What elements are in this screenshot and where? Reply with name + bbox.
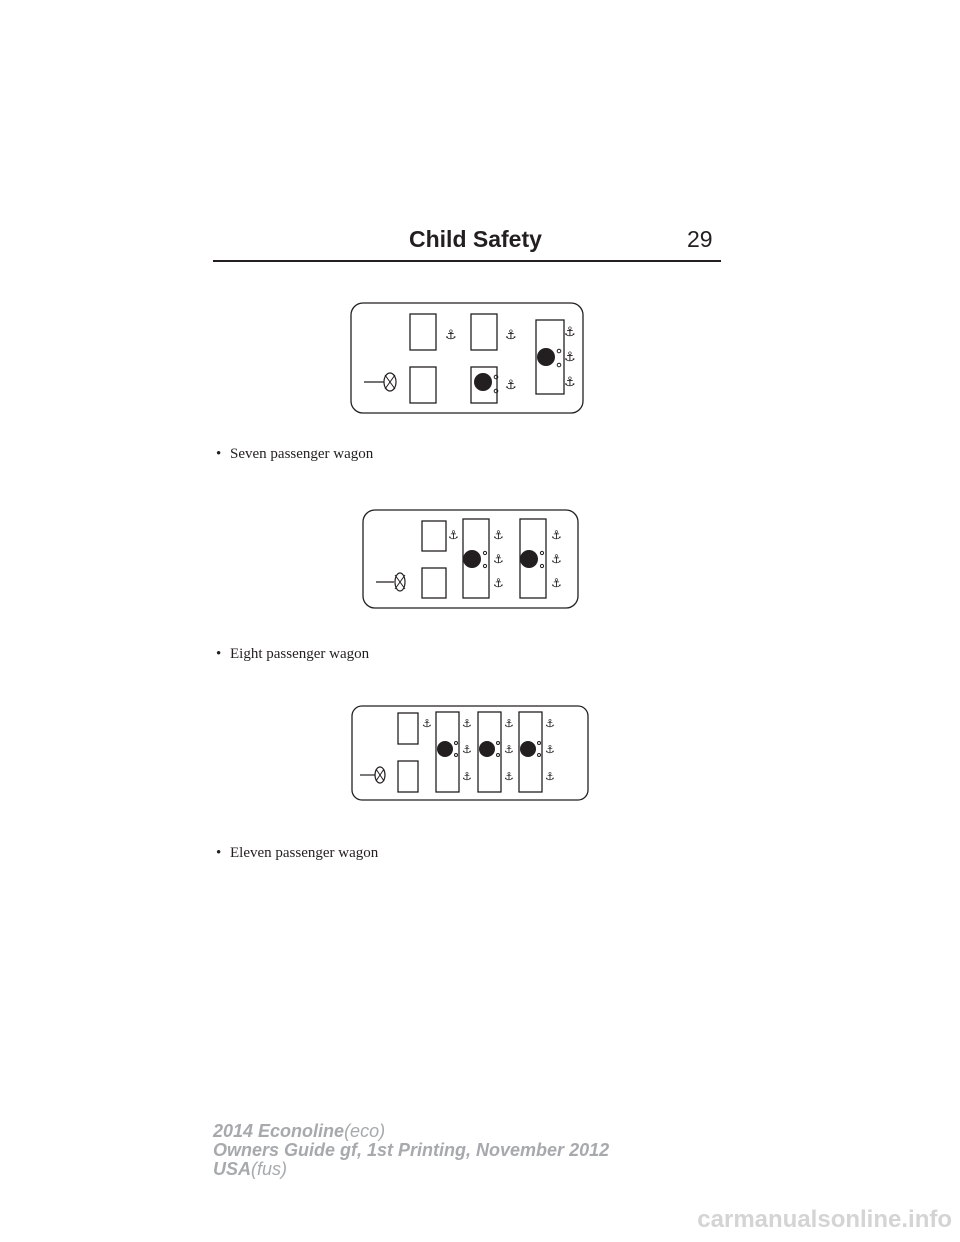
seat-second-right: [470, 366, 498, 404]
anchor-icon: ⚓: [551, 576, 562, 590]
bullet-text: Seven passenger wagon: [230, 446, 374, 462]
bullet-item: • Eight passenger wagon: [216, 646, 369, 663]
seating-diagram-eleven-svg: ⚓ ⚓ ⚓ ⚓ ⚓ ⚓ ⚓ ⚓ ⚓ ⚓: [351, 705, 589, 801]
child-seat-icon: [463, 550, 488, 569]
seat-front-right: [397, 760, 419, 793]
seating-diagram-seven-svg: ⚓ ⚓ ⚓ ⚓ ⚓ ⚓: [350, 302, 584, 414]
bullet-dot: •: [216, 845, 222, 861]
child-seat-icon: [479, 741, 500, 757]
anchor-icon: ⚓: [504, 743, 514, 756]
footer-market-code: (fus): [251, 1159, 288, 1179]
child-seat-icon: [437, 741, 458, 757]
seat-fourth-bench: [518, 711, 543, 793]
anchor-icon: ⚓: [545, 743, 555, 756]
footer-market: USA: [213, 1159, 252, 1179]
anchor-icon: ⚓: [493, 552, 504, 566]
bullet-text: Eight passenger wagon: [230, 646, 370, 662]
seat-third-bench: [519, 518, 547, 599]
bullet-text: Eleven passenger wagon: [230, 845, 379, 861]
anchor-icon: ⚓: [564, 350, 576, 365]
anchor-icon: ⚓: [564, 325, 576, 340]
anchor-icon: ⚓: [504, 717, 514, 730]
steering-wheel-icon: [376, 572, 406, 592]
seat-second-left: [470, 313, 498, 351]
anchor-icon: ⚓: [545, 770, 555, 783]
seat-front-right: [421, 567, 447, 599]
child-seat-icon: [520, 550, 545, 569]
anchor-icon: ⚓: [422, 717, 432, 730]
footer-model-code: (eco): [344, 1121, 386, 1141]
seating-diagram-eight-svg: ⚓ ⚓ ⚓ ⚓ ⚓ ⚓ ⚓: [362, 509, 579, 609]
anchor-icon: ⚓: [462, 770, 472, 783]
seat-second-bench: [462, 518, 490, 599]
bullet-item: • Seven passenger wagon: [216, 446, 373, 463]
anchor-icon: ⚓: [505, 378, 517, 393]
seating-diagram-seven: ⚓ ⚓ ⚓ ⚓ ⚓ ⚓: [350, 302, 584, 414]
seat-front-left: [397, 712, 419, 745]
seating-diagram-eleven: ⚓ ⚓ ⚓ ⚓ ⚓ ⚓ ⚓ ⚓ ⚓ ⚓: [351, 705, 589, 801]
section-title: Child Safety: [409, 226, 542, 252]
seat-rear-bench: [535, 319, 565, 395]
footer-line-3: USA(fus): [213, 1160, 609, 1179]
anchor-icon: ⚓: [448, 528, 459, 542]
child-seat-icon: [474, 373, 499, 394]
seat-front-right: [409, 366, 437, 404]
seat-third-bench: [477, 711, 502, 793]
seating-diagram-eight: ⚓ ⚓ ⚓ ⚓ ⚓ ⚓ ⚓: [362, 509, 579, 609]
seat-front-left: [421, 520, 447, 552]
anchor-icon: ⚓: [462, 717, 472, 730]
anchor-icon: ⚓: [564, 375, 576, 390]
bullet-dot: •: [216, 446, 222, 462]
anchor-icon: ⚓: [504, 770, 514, 783]
page-footer: 2014 Econoline(eco) Owners Guide gf, 1st…: [213, 1122, 609, 1179]
anchor-icon: ⚓: [545, 717, 555, 730]
child-seat-icon: [520, 741, 541, 757]
page-number: 29: [687, 226, 713, 252]
anchor-icon: ⚓: [551, 528, 562, 542]
anchor-icon: ⚓: [551, 552, 562, 566]
anchor-icon: ⚓: [505, 328, 517, 343]
header-divider: [213, 260, 721, 262]
bullet-item: • Eleven passenger wagon: [216, 845, 378, 862]
anchor-icon: ⚓: [493, 576, 504, 590]
watermark: carmanualsonline.info: [697, 1206, 952, 1233]
seat-second-bench: [435, 711, 460, 793]
anchor-icon: ⚓: [493, 528, 504, 542]
steering-wheel-icon: [364, 372, 397, 392]
anchor-icon: ⚓: [462, 743, 472, 756]
child-seat-icon: [537, 348, 562, 368]
seat-front-left: [409, 313, 437, 351]
anchor-icon: ⚓: [445, 328, 457, 343]
bullet-dot: •: [216, 646, 222, 662]
steering-wheel-icon: [360, 766, 386, 784]
footer-model: 2014 Econoline: [213, 1121, 345, 1141]
footer-line-1: 2014 Econoline(eco): [213, 1122, 609, 1141]
footer-line-2: Owners Guide gf, 1st Printing, November …: [213, 1140, 610, 1160]
